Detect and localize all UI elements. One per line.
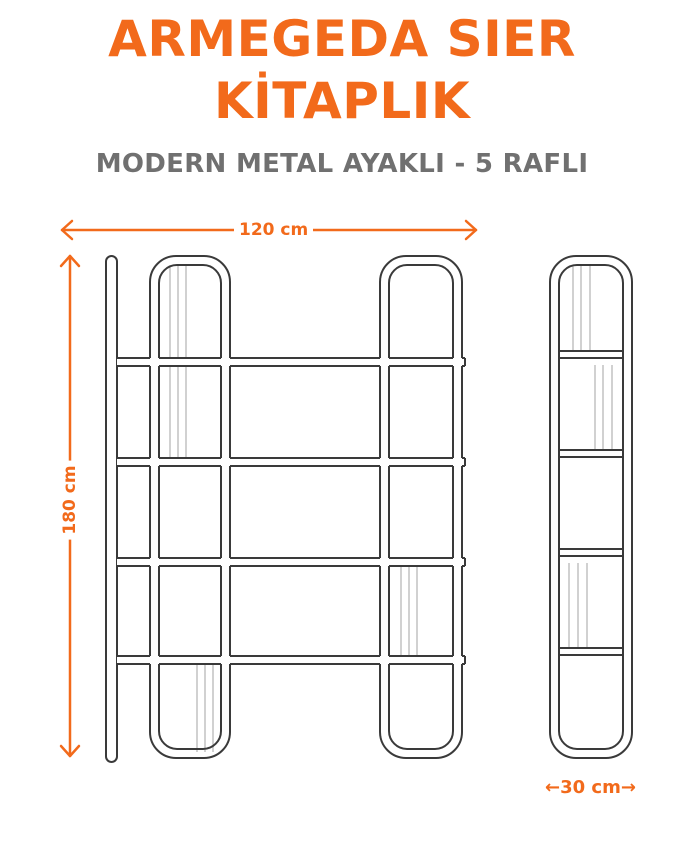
- depth-dimension-label: ←30 cm→: [545, 777, 636, 799]
- width-dimension-label: 120 cm: [234, 219, 314, 241]
- side-view: [549, 255, 633, 759]
- shelf-1: [117, 357, 466, 367]
- front-view: [105, 255, 466, 763]
- product-title-line-2: KİTAPLIK: [213, 72, 471, 130]
- shelf-2: [117, 457, 466, 467]
- left-frame-outer: [149, 255, 231, 759]
- left-frame-inner: [158, 264, 222, 750]
- product-title-line-1: ARMEGEDA SIER: [108, 10, 576, 68]
- shelf-4: [117, 655, 466, 665]
- shelf-3: [117, 557, 466, 567]
- right-frame-outer: [379, 255, 463, 759]
- side-frame-inner: [558, 264, 624, 750]
- side-post: [105, 255, 118, 763]
- shelves: [117, 357, 466, 665]
- product-subtitle: MODERN METAL AYAKLI - 5 RAFLI: [95, 149, 589, 179]
- right-frame-inner: [388, 264, 454, 750]
- side-shelves: [559, 350, 623, 656]
- side-book-lines: [568, 266, 613, 648]
- side-frame-outer: [549, 255, 633, 759]
- height-dimension-label: 180 cm: [59, 460, 81, 540]
